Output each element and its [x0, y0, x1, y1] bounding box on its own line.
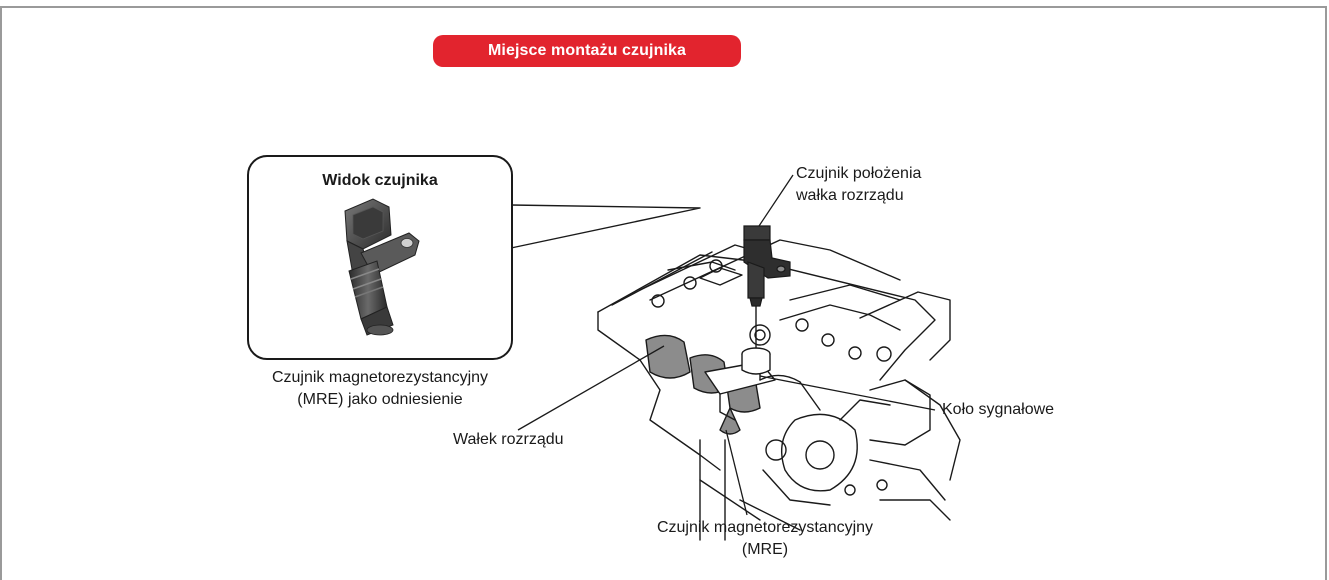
signal-wheel-label: Koło sygnałowe: [942, 401, 1055, 418]
camshaft-label: Wałek rozrządu: [453, 431, 564, 448]
inset-title: Widok czujnika: [322, 172, 438, 189]
sensor-photo: [344, 198, 420, 336]
cam-sensor-label-line1: Czujnik położenia: [796, 165, 922, 182]
mre-label-line1: Czujnik magnetorezystancyjny: [656, 519, 874, 536]
inset-caption-line2: (MRE) jako odniesienie: [297, 391, 463, 408]
inset-caption-line1: Czujnik magnetorezystancyjny: [271, 369, 489, 386]
cam-sensor-label-line2: wałka rozrządu: [796, 187, 904, 204]
figure-title: Miejsce montażu czujnika: [433, 35, 741, 67]
figure-frame: [0, 6, 1327, 580]
sensor-view-inset: Widok czujnika: [247, 155, 513, 360]
mre-label-line2: (MRE): [741, 541, 789, 558]
